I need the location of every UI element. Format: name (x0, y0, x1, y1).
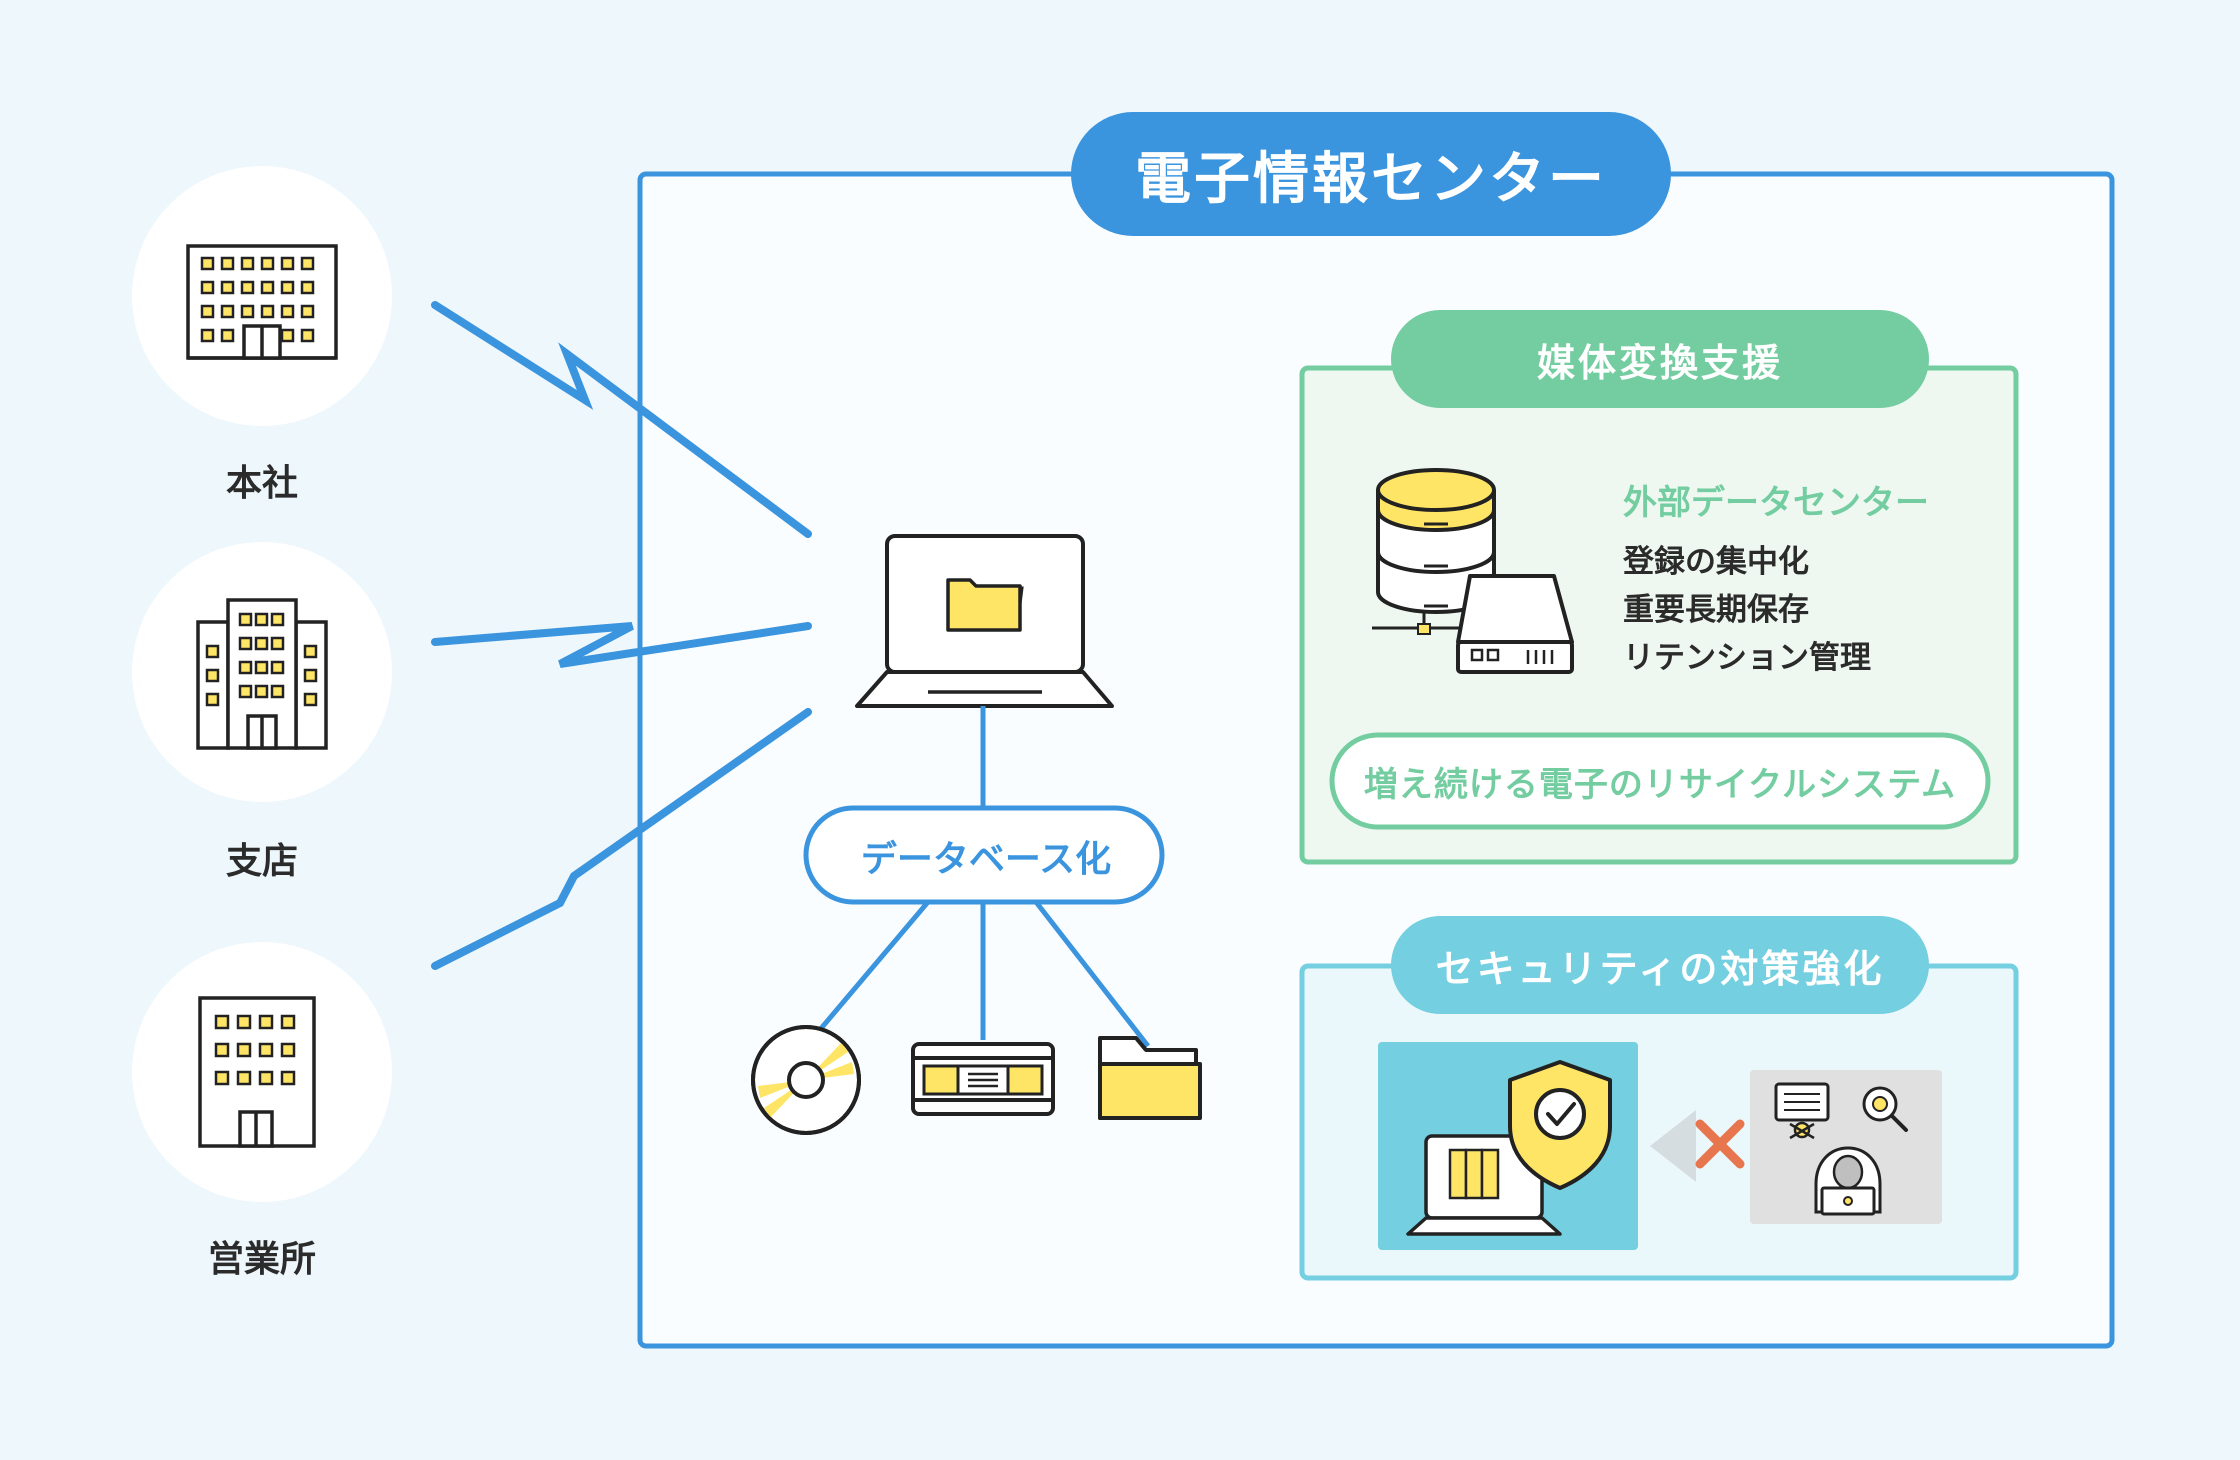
vhs-tape-icon (911, 1042, 1055, 1116)
recycle-label: 増え続ける電子のリサイクルシステム (1363, 764, 1957, 805)
connection-line-sales-office (431, 708, 812, 970)
laptop-folder-icon (855, 534, 1114, 708)
connection-line-head-office (431, 301, 812, 538)
media-conversion-title: 媒体変換支援 (1536, 340, 1783, 385)
shield-check-icon (1508, 1060, 1612, 1190)
office-building-icon (186, 244, 338, 360)
database-label: データベース化 (860, 839, 1112, 880)
security-pill (1391, 916, 1929, 1014)
site-label-sales-office: 営業所 (207, 1239, 316, 1280)
connection-lines (431, 301, 812, 970)
site-label-head-office: 本社 (225, 463, 298, 504)
datacenter-item: リテンション管理 (1623, 640, 1871, 676)
security-title: セキュリティの対策強化 (1435, 946, 1885, 991)
blocked-x-icon (1695, 1119, 1745, 1169)
sales-office-icon (198, 996, 316, 1148)
cd-disc-icon (751, 1025, 861, 1135)
recycle-pill (1329, 732, 1991, 830)
block-arrow-icon (1650, 1110, 1696, 1182)
main-title: 電子情報センター (1135, 146, 1607, 212)
datacenter-item: 重要長期保存 (1623, 592, 1809, 628)
connection-line-branch (431, 622, 812, 668)
folder-icon (1098, 1036, 1202, 1120)
media-conversion-pill (1391, 310, 1929, 408)
title-pill (1071, 112, 1671, 236)
branch-building-icon (196, 598, 328, 750)
datacenter-title: 外部データセンター (1623, 483, 1929, 523)
media-connectors (816, 900, 1150, 1048)
site-label-branch: 支店 (225, 841, 298, 882)
data-center-icon (1372, 468, 1574, 674)
datacenter-item: 登録の集中化 (1623, 544, 1809, 580)
hacker-icon (1774, 1082, 1908, 1216)
